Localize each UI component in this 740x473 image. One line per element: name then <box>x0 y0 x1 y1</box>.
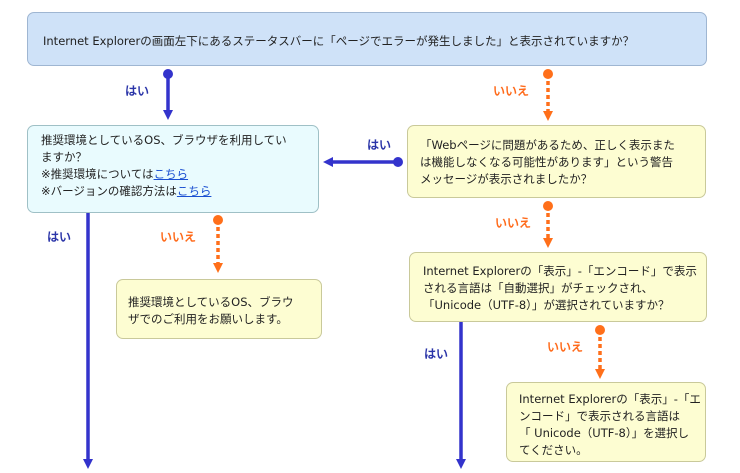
question-encoding: Internet Explorerの「表示」-「エンコード」で表示 される言語は… <box>409 252 707 322</box>
version-check-link[interactable]: こちら <box>176 184 212 198</box>
version-check-prefix: ※バージョンの確認方法は <box>41 184 177 198</box>
question-recommended-environment: 推奨環境としているOS、ブラウザを利用してい ますか？ ※推奨環境についてはこち… <box>27 125 319 213</box>
question-encoding-line3: 「Unicode（UTF-8）」が選択されていますか？ <box>423 298 670 312</box>
env-info-prefix: ※推奨環境については <box>41 167 154 181</box>
arrow-encoding-no <box>595 325 605 379</box>
question-status-bar-error-text: Internet Explorerの画面左下にあるステータスバーに「ページでエラ… <box>43 34 635 48</box>
answer-env-line1: 推奨環境としているOS、ブラウ <box>128 295 294 309</box>
question-encoding-line2: される言語は「自動選択」がチェックされ、 <box>423 281 654 295</box>
question-warning-line1: 「Webページに問題があるため、正しく表示また <box>420 138 675 152</box>
label-yes-env: はい <box>47 230 72 244</box>
question-warning-message: 「Webページに問題があるため、正しく表示また は機能しなくなる可能性があります… <box>407 125 706 198</box>
question-warning-line3: メッセージが表示されましたか？ <box>420 172 593 186</box>
label-yes-warning: はい <box>367 138 392 152</box>
arrow-q1-no <box>543 69 553 121</box>
label-no-q1: いいえ <box>493 84 530 98</box>
label-no-warning: いいえ <box>495 216 532 230</box>
label-yes-encoding: はい <box>424 347 449 361</box>
answer-encoding-line3: 「 Unicode（UTF-8）」を選択し <box>519 426 690 440</box>
answer-encoding-line4: てください。 <box>519 443 588 457</box>
arrow-warning-no <box>543 201 553 248</box>
arrow-warning-yes <box>323 157 403 167</box>
answer-encoding-line1: Internet Explorerの「表示」-「エ <box>519 392 701 406</box>
question-warning-line2: は機能しなくなる可能性があります」という警告 <box>420 155 673 169</box>
label-no-env: いいえ <box>160 230 197 244</box>
question-status-bar-error: Internet Explorerの画面左下にあるステータスバーに「ページでエラ… <box>27 12 707 66</box>
answer-env-line2: ザでのご利用をお願いします。 <box>128 312 288 326</box>
question-env-line4: ※バージョンの確認方法はこちら <box>41 183 318 200</box>
label-no-encoding: いいえ <box>547 340 584 354</box>
answer-encoding-line2: ンコード」で表示される言語は <box>519 409 680 423</box>
env-info-link[interactable]: こちら <box>153 167 189 181</box>
arrow-q1-yes <box>163 69 173 120</box>
answer-use-recommended-environment: 推奨環境としているOS、ブラウ ザでのご利用をお願いします。 <box>116 279 322 339</box>
arrow-env-no <box>213 215 223 273</box>
question-env-line1: 推奨環境としているOS、ブラウザを利用してい <box>41 133 287 147</box>
question-env-line3: ※推奨環境についてはこちら <box>41 166 318 183</box>
question-encoding-line1: Internet Explorerの「表示」-「エンコード」で表示 <box>423 264 697 278</box>
question-env-line2: ますか？ <box>41 150 87 164</box>
label-yes-q1: はい <box>125 84 150 98</box>
answer-select-unicode: Internet Explorerの「表示」-「エ ンコード」で表示される言語は… <box>506 382 706 462</box>
